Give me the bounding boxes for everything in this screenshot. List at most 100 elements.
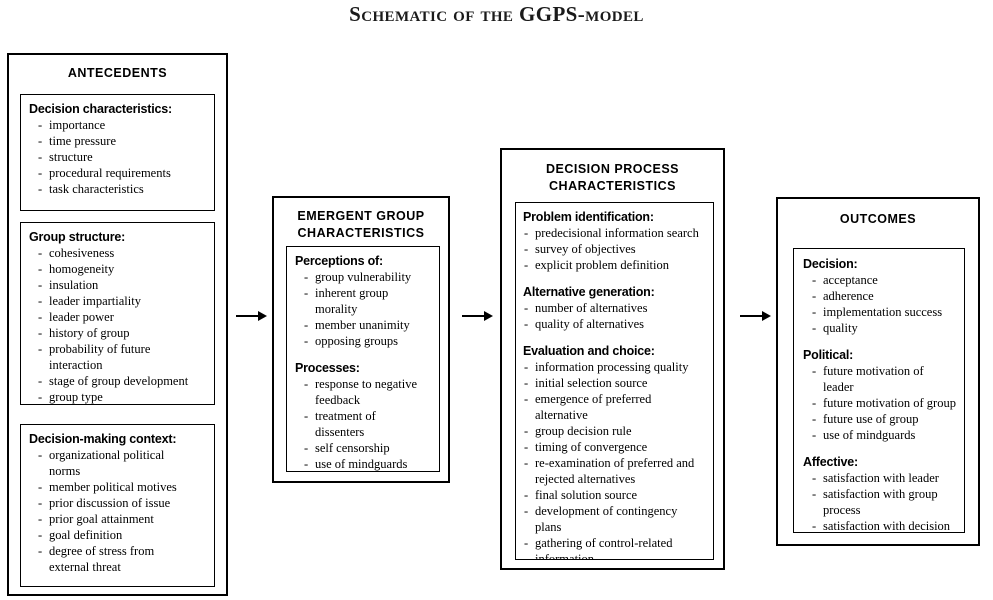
list-item: goal definition [29,527,206,543]
section-head-decision: Decision: [803,257,858,271]
group-structure-panel: Group structure: cohesiveness homogeneit… [20,222,215,405]
arrow-shaft [236,315,259,317]
list-item: group vulnerability [295,269,432,285]
affective-outcomes-list: satisfaction with leader satisfaction wi… [803,470,956,532]
arrow-shaft [462,315,485,317]
title-acronym: GGPS [518,2,578,26]
list-item: information processing quality [523,359,707,375]
emergent-group-characteristics-box: EMERGENT GROUP CHARACTERISTICS Perceptio… [272,196,450,483]
list-item: structure [29,149,206,165]
list-item: history of group [29,325,206,341]
section-head-decision-making-context: Decision-making context: [29,432,177,446]
decision-process-characteristics-box: DECISION PROCESS CHARACTERISTICS Problem… [500,148,725,570]
list-item: group decision rule [523,423,707,439]
list-item: group type [29,389,206,404]
list-item: prior goal attainment [29,511,206,527]
title-suffix: -model [577,2,644,26]
list-item: treatment of dissenters [295,408,432,440]
decision-making-context-list: organizational political norms member po… [29,447,206,575]
section-head-political: Political: [803,348,854,362]
group-structure-list: cohesiveness homogeneity insulation lead… [29,245,206,404]
political-outcomes-list: future motivation of leader future motiv… [803,363,956,443]
list-item: task characteristics [29,181,206,197]
processes-list: response to negative feedback treatment … [295,376,432,471]
list-item: survey of objectives [523,241,707,257]
list-item: cohesiveness [29,245,206,261]
list-item: degree of stress from external threat [29,543,206,575]
list-item: future motivation of leader [803,363,956,395]
problem-identification-list: predecisional information search survey … [523,225,707,273]
list-item: acceptance [803,272,956,288]
decision-characteristics-list: importance time pressure structure proce… [29,117,206,197]
list-item: number of alternatives [523,300,707,316]
outcomes-title: OUTCOMES [839,212,917,226]
section-head-perceptions-of: Perceptions of: [295,254,383,268]
section-head-processes: Processes: [295,361,360,375]
decision-making-context-panel: Decision-making context: organizational … [20,424,215,587]
list-item: final solution source [523,487,707,503]
list-item: future motivation of group [803,395,956,411]
list-item: organizational political norms [29,447,206,479]
title-line-2: CHARACTERISTICS [549,179,676,193]
list-item: leader impartiality [29,293,206,309]
decision-process-characteristics-title: DECISION PROCESS CHARACTERISTICS [502,161,723,195]
list-item: leader power [29,309,206,325]
list-item: satisfaction with leader [803,470,956,486]
list-item: satisfaction with group process [803,486,956,518]
list-item: initial selection source [523,375,707,391]
emergent-group-characteristics-title: EMERGENT GROUP CHARACTERISTICS [274,208,448,242]
arrow-head [484,310,493,321]
list-item: member political motives [29,479,206,495]
list-item: future use of group [803,411,956,427]
arrow-right-icon [236,310,268,322]
list-item: quality of alternatives [523,316,707,332]
decision-process-panel: Problem identification: predecisional in… [515,202,714,560]
list-item: inherent group morality [295,285,432,317]
list-item: development of contingency plans [523,503,707,535]
list-item: homogeneity [29,261,206,277]
list-item: predecisional information search [523,225,707,241]
section-head-decision-characteristics: Decision characteristics: [29,102,172,116]
title-line-1: EMERGENT GROUP [297,209,425,223]
list-item: procedural requirements [29,165,206,181]
decision-characteristics-panel: Decision characteristics: importance tim… [20,94,215,211]
list-item: use of mindguards [803,427,956,443]
list-item: importance [29,117,206,133]
section-head-problem-identification: Problem identification: [523,210,654,224]
list-item: self censorship [295,440,432,456]
arrow-head [258,310,267,321]
emergent-group-panel: Perceptions of: group vulnerability inhe… [286,246,440,472]
list-item: emergence of preferred alternative [523,391,707,423]
arrow-right-icon [740,310,772,322]
list-item: quality [803,320,956,336]
section-head-evaluation-and-choice: Evaluation and choice: [523,344,655,358]
list-item: implementation success [803,304,956,320]
list-item: response to negative feedback [295,376,432,408]
section-head-group-structure: Group structure: [29,230,126,244]
evaluation-and-choice-list: information processing quality initial s… [523,359,707,559]
alternative-generation-list: number of alternatives quality of altern… [523,300,707,332]
list-item: explicit problem definition [523,257,707,273]
outcomes-box: OUTCOMES Decision: acceptance adherence … [776,197,980,546]
list-item: member unanimity [295,317,432,333]
outcomes-panel: Decision: acceptance adherence implement… [793,248,965,533]
decision-outcomes-list: acceptance adherence implementation succ… [803,272,956,336]
list-item: gathering of control-related information [523,535,707,559]
list-item: insulation [29,277,206,293]
section-head-affective: Affective: [803,455,858,469]
title-line-2: CHARACTERISTICS [297,226,425,240]
title-prefix: Schematic of the [349,2,519,26]
list-item: prior discussion of issue [29,495,206,511]
antecedents-title: ANTECEDENTS [67,66,168,80]
section-head-alternative-generation: Alternative generation: [523,285,655,299]
antecedents-box: ANTECEDENTS Decision characteristics: im… [7,53,228,596]
list-item: stage of group development [29,373,206,389]
list-item: probability of future interaction [29,341,206,373]
list-item: re-examination of preferred and rejected… [523,455,707,487]
list-item: timing of convergence [523,439,707,455]
list-item: adherence [803,288,956,304]
perceptions-list: group vulnerability inherent group moral… [295,269,432,349]
list-item: satisfaction with decision [803,518,956,532]
list-item: time pressure [29,133,206,149]
list-item: use of mindguards [295,456,432,471]
